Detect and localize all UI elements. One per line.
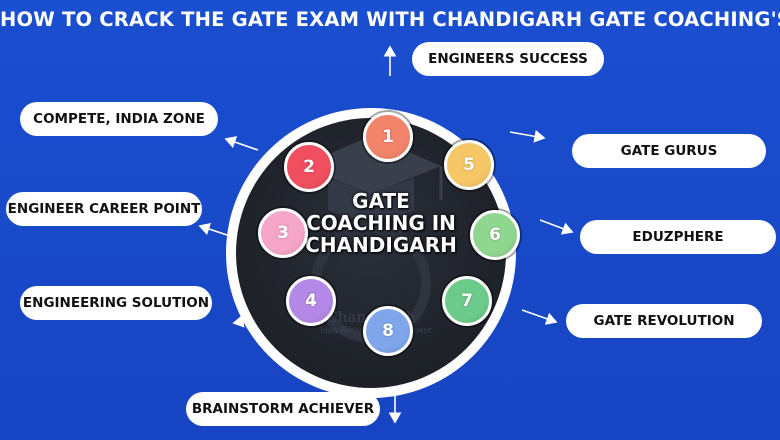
node-6: 6 <box>470 210 520 260</box>
arrow-right2 <box>539 219 574 235</box>
label-left2: ENGINEER CAREER POINT <box>6 192 202 226</box>
hub-title-line3: CHANDIGARH <box>305 233 457 257</box>
node-6-number: 6 <box>489 225 501 245</box>
node-3-number: 3 <box>277 223 289 243</box>
hub-title-line1: GATE <box>352 189 410 213</box>
hub-title-line2: COACHING IN <box>306 211 456 235</box>
arrow-right1 <box>509 130 546 143</box>
arrow-left2 <box>198 222 231 237</box>
label-right1: GATE GURUS <box>572 134 766 168</box>
node-5-number: 5 <box>463 155 475 175</box>
label-bottom: BRAINSTORM ACHIEVER <box>186 392 380 426</box>
node-8-number: 8 <box>382 321 394 341</box>
label-left1: COMPETE, INDIA ZONE <box>20 102 218 136</box>
label-top: ENGINEERS SUCCESS <box>412 42 604 76</box>
node-3: 3 <box>258 208 308 258</box>
node-4-number: 4 <box>305 291 317 311</box>
node-5: 5 <box>444 140 494 190</box>
node-4: 4 <box>286 276 336 326</box>
node-7: 7 <box>442 276 492 326</box>
node-2-number: 2 <box>303 157 315 177</box>
arrow-right3 <box>521 309 558 325</box>
page-title: HOW TO CRACK THE GATE EXAM WITH CHANDIGA… <box>0 8 780 31</box>
node-8: 8 <box>363 306 413 356</box>
label-left3: ENGINEERING SOLUTION <box>20 286 212 320</box>
node-7-number: 7 <box>461 291 473 311</box>
label-right2: EDUZPHERE <box>580 220 776 254</box>
node-1: 1 <box>363 112 413 162</box>
arrow-left1 <box>224 136 259 151</box>
label-right3: GATE REVOLUTION <box>566 304 762 338</box>
node-2: 2 <box>284 142 334 192</box>
hub-title: GATE COACHING IN CHANDIGARH <box>296 190 466 256</box>
node-1-number: 1 <box>382 127 394 147</box>
